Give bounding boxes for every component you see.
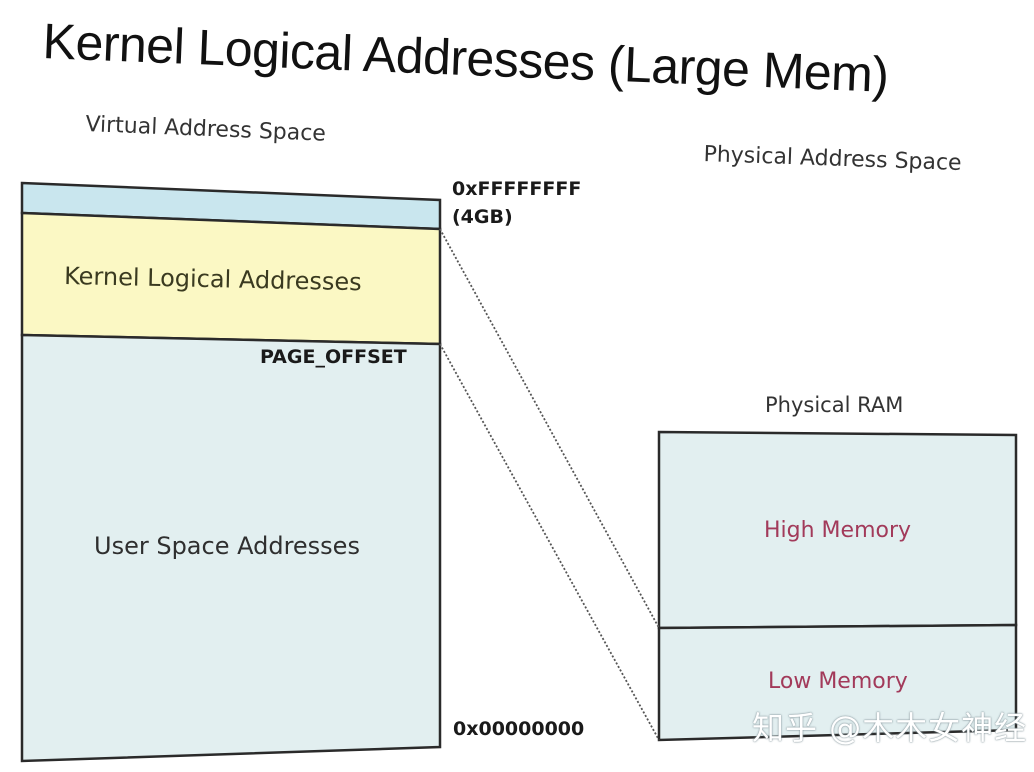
kernel-logical-label: Kernel Logical Addresses (64, 262, 362, 296)
top-address-value: 0xFFFFFFFF (452, 178, 582, 200)
top-address-size: (4GB) (452, 206, 513, 228)
mapping-line-top (439, 228, 660, 629)
page-offset-label: PAGE_OFFSET (260, 346, 407, 368)
bottom-address-label: 0x00000000 (453, 718, 585, 740)
watermark: 知乎 @木木女神经 (752, 709, 1028, 747)
user-space-label: User Space Addresses (94, 532, 360, 560)
physical-ram-heading: Physical RAM (765, 393, 904, 417)
low-memory-region (657, 623, 1018, 742)
high-memory-label: High Memory (764, 518, 911, 543)
mapping-line-bottom (439, 343, 660, 741)
low-memory-label: Low Memory (768, 669, 908, 694)
top-address-label: 0xFFFFFFFF (4GB) (452, 175, 581, 231)
user-space-region (20, 333, 442, 763)
